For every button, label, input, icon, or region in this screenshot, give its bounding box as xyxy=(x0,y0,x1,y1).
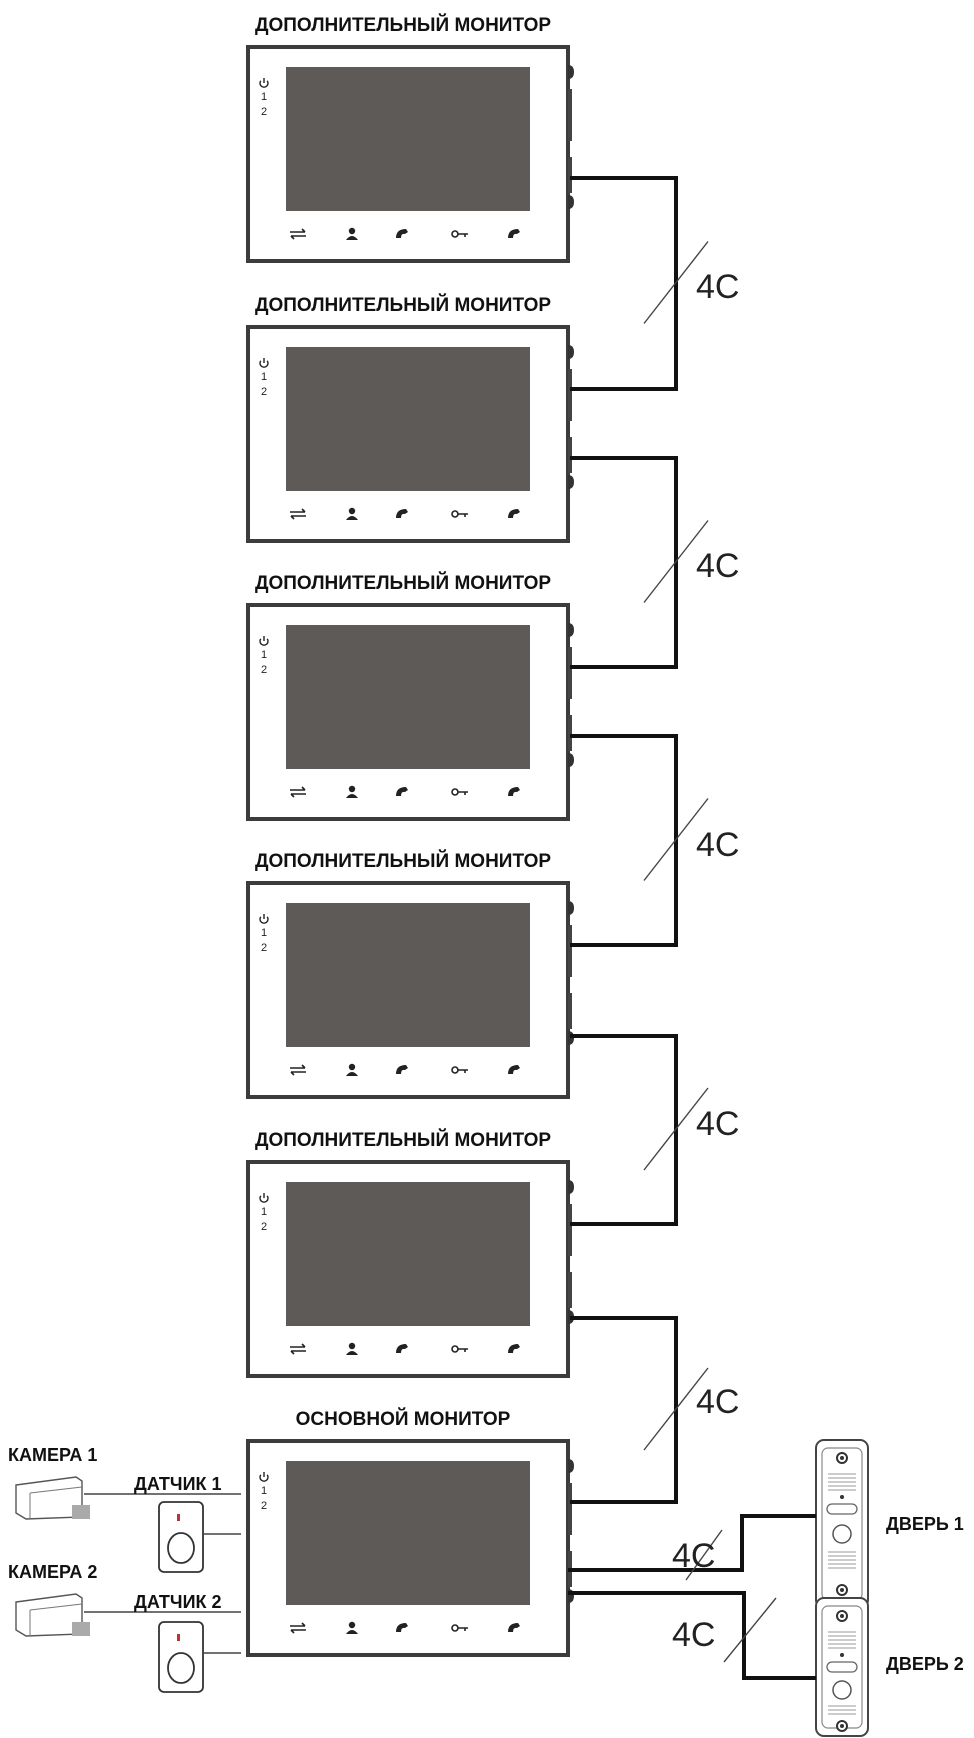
cable-label: 4C xyxy=(696,268,739,306)
riser-cable: 4C xyxy=(570,1034,739,1226)
indicator-2-label: 2 xyxy=(261,942,267,954)
extra-monitor: ДОПОЛНИТЕЛЬНЫЙ МОНИТОР 1 2 xyxy=(246,572,574,821)
door-1-label: ДВЕРЬ 1 xyxy=(886,1514,964,1534)
main-monitor: ОСНОВНОЙ МОНИТОР 1 2 xyxy=(246,1408,574,1657)
camera-1 xyxy=(15,1476,90,1520)
monitor-screen xyxy=(286,67,530,211)
sensor-2 xyxy=(158,1621,204,1693)
monitor-title: ОСНОВНОЙ МОНИТОР xyxy=(296,1408,511,1430)
indicator-1-label: 1 xyxy=(261,1206,267,1218)
cable-label: 4C xyxy=(696,1383,739,1421)
door-cable-2: 4C xyxy=(568,1591,816,1680)
monitor-title: ДОПОЛНИТЕЛЬНЫЙ МОНИТОР xyxy=(255,572,551,594)
riser-cable: 4C xyxy=(570,176,739,391)
monitor-screen xyxy=(286,1461,530,1605)
indicator-1-label: 1 xyxy=(261,371,267,383)
riser-cable: 4C xyxy=(570,1316,739,1504)
riser-cable: 4C xyxy=(570,734,739,947)
monitor-title: ДОПОЛНИТЕЛЬНЫЙ МОНИТОР xyxy=(255,1129,551,1151)
camera-1-label: КАМЕРА 1 xyxy=(8,1445,97,1465)
camera-2 xyxy=(15,1593,90,1637)
indicator-2-label: 2 xyxy=(261,386,267,398)
indicator-1-label: 1 xyxy=(261,927,267,939)
cable-label: 4C xyxy=(696,826,739,864)
door-2-label: ДВЕРЬ 2 xyxy=(886,1654,964,1674)
door-panel-1 xyxy=(815,1439,869,1609)
cable-label: 4C xyxy=(696,1105,739,1143)
monitor-screen xyxy=(286,1182,530,1326)
door-cable-2-label: 4C xyxy=(672,1616,715,1654)
sensor-1 xyxy=(158,1501,204,1573)
door-panel-2 xyxy=(815,1597,869,1737)
monitor-screen xyxy=(286,625,530,769)
monitor-screen xyxy=(286,347,530,491)
door-cable-1: 4C xyxy=(568,1514,816,1581)
extra-monitor: ДОПОЛНИТЕЛЬНЫЙ МОНИТОР 1 2 xyxy=(246,294,574,543)
indicator-2-label: 2 xyxy=(261,1500,267,1512)
door-cable-1-label: 4C xyxy=(672,1537,715,1575)
riser-cable: 4C xyxy=(570,456,739,669)
extra-monitor: ДОПОЛНИТЕЛЬНЫЙ МОНИТОР 1 2 xyxy=(246,14,574,263)
cable-label: 4C xyxy=(696,547,739,585)
camera-2-label: КАМЕРА 2 xyxy=(8,1562,97,1582)
indicator-1-label: 1 xyxy=(261,649,267,661)
monitor-title: ДОПОЛНИТЕЛЬНЫЙ МОНИТОР xyxy=(255,14,551,36)
sensor-2-label: ДАТЧИК 2 xyxy=(134,1592,222,1612)
monitor-title: ДОПОЛНИТЕЛЬНЫЙ МОНИТОР xyxy=(255,294,551,316)
extra-monitor: ДОПОЛНИТЕЛЬНЫЙ МОНИТОР 1 2 xyxy=(246,1129,574,1378)
indicator-2-label: 2 xyxy=(261,1221,267,1233)
indicator-1-label: 1 xyxy=(261,1485,267,1497)
indicator-1-label: 1 xyxy=(261,91,267,103)
extra-monitor: ДОПОЛНИТЕЛЬНЫЙ МОНИТОР 1 2 xyxy=(246,850,574,1099)
sensor-1-label: ДАТЧИК 1 xyxy=(134,1474,222,1494)
indicator-2-label: 2 xyxy=(261,664,267,676)
monitor-screen xyxy=(286,903,530,1047)
indicator-2-label: 2 xyxy=(261,106,267,118)
monitor-title: ДОПОЛНИТЕЛЬНЫЙ МОНИТОР xyxy=(255,850,551,872)
